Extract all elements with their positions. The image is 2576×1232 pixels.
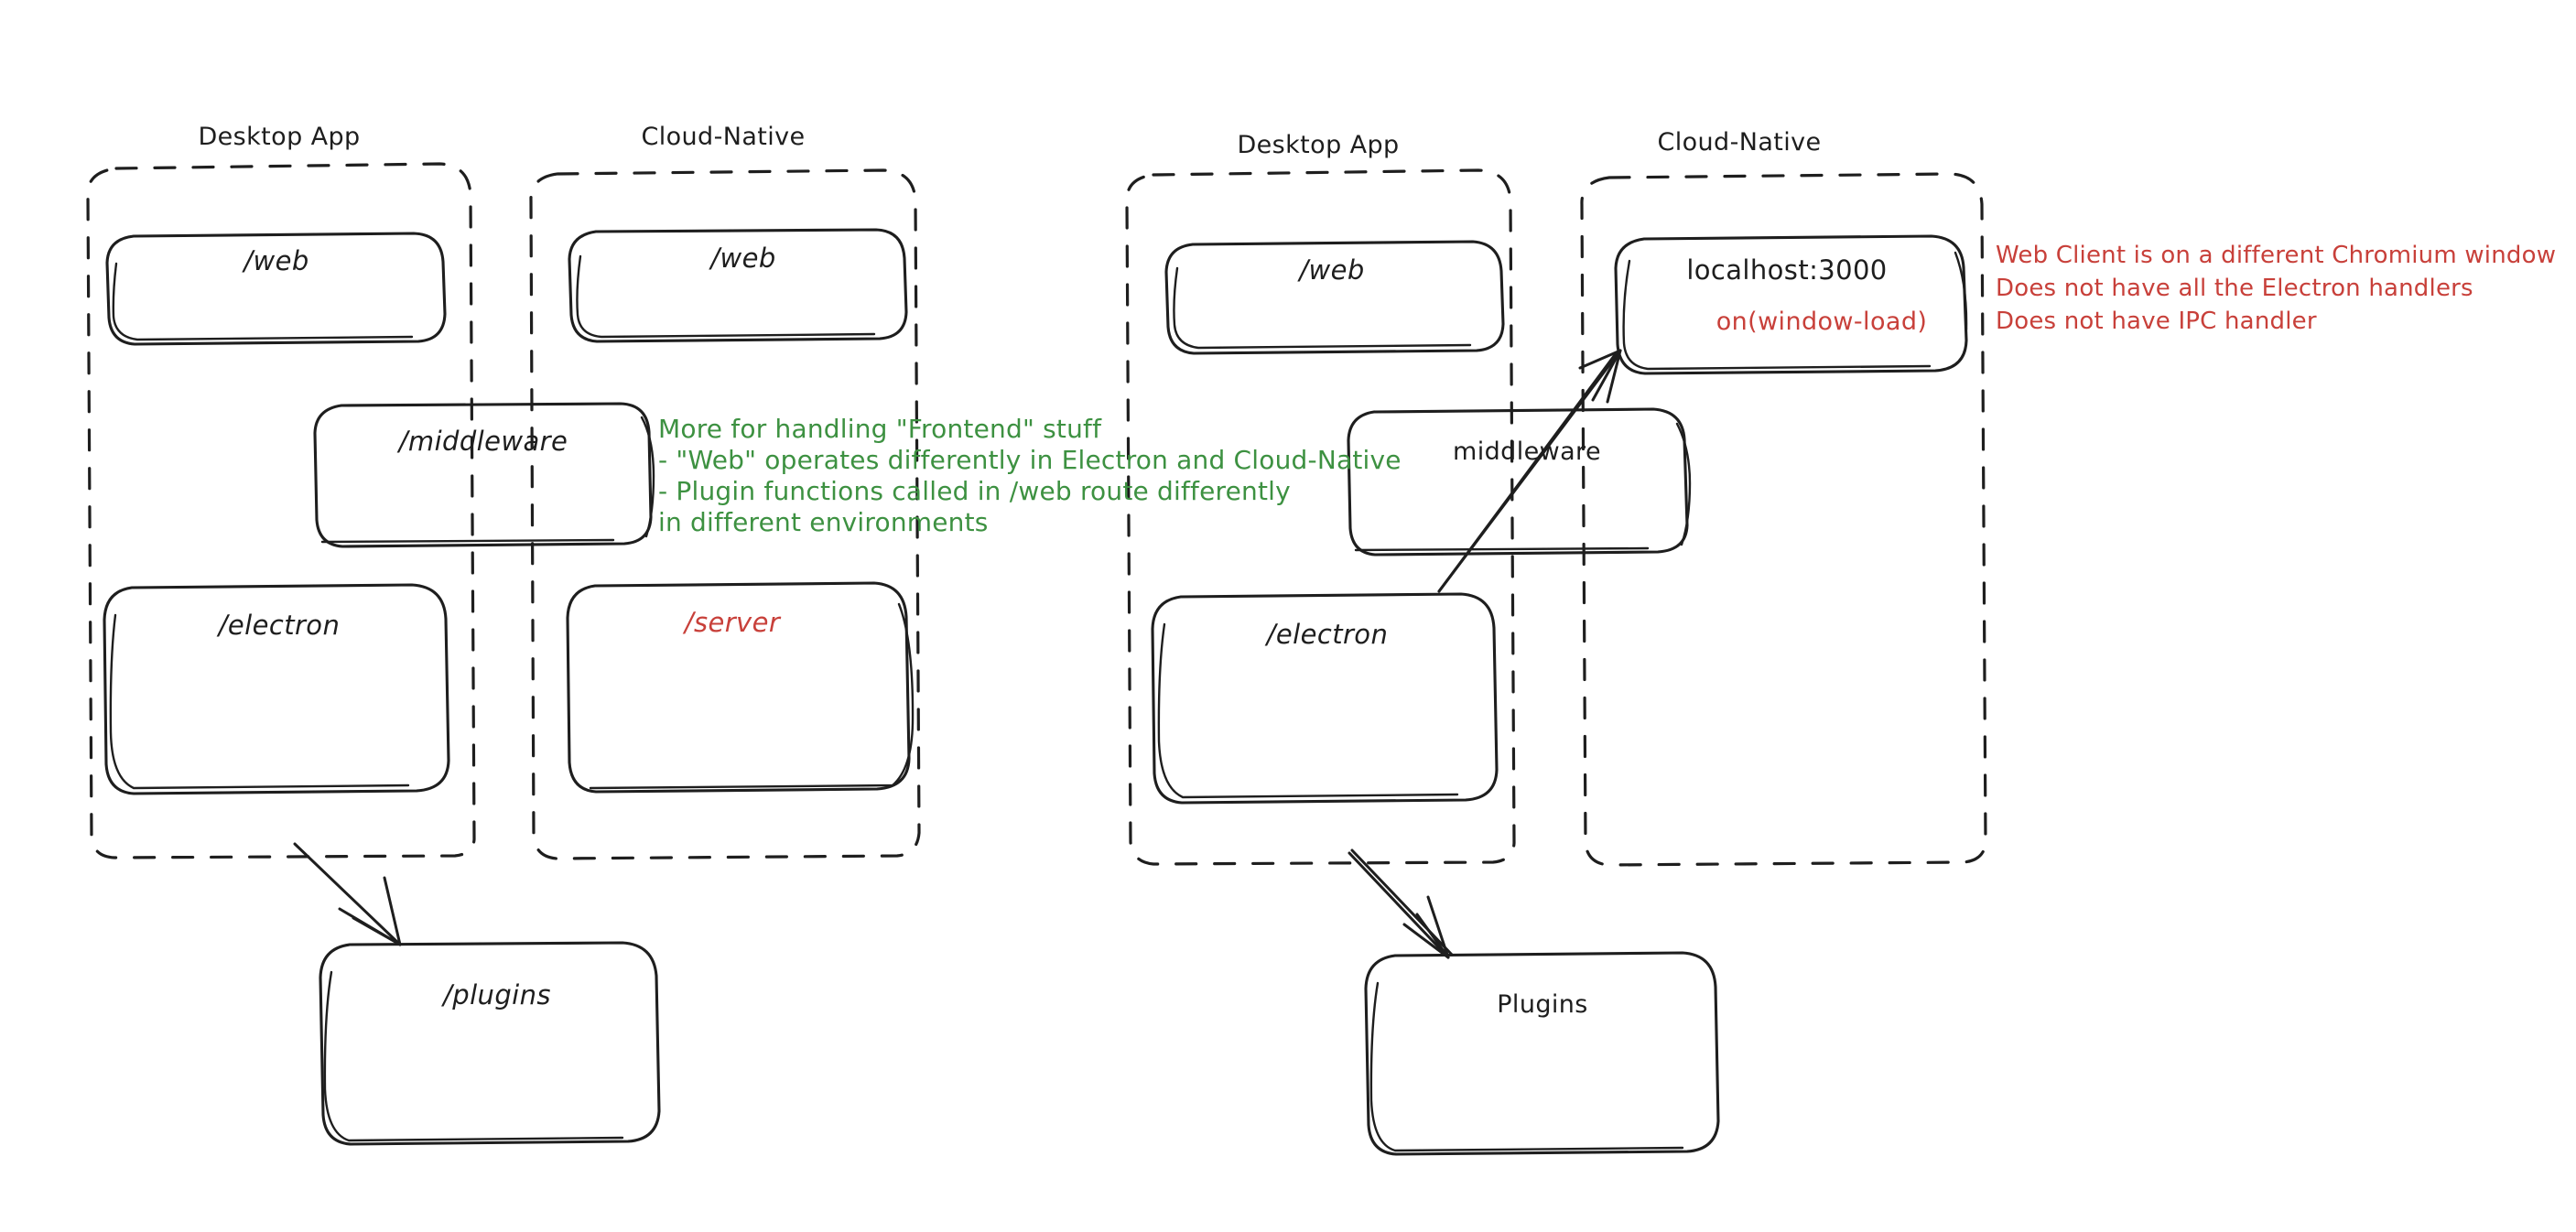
right-plugins-box[interactable] — [1364, 951, 1720, 1156]
left-cloud-web-label: /web — [708, 243, 775, 274]
right-electron-label: /electron — [1264, 619, 1388, 650]
left-server-label: /server — [682, 607, 782, 638]
right-middleware-box[interactable] — [1347, 407, 1692, 557]
red-annotation-note: Web Client is on a different Chromium wi… — [1996, 242, 2556, 335]
left-cloud-group-label: Cloud-Native — [641, 123, 805, 151]
left-desktop-web-label: /web — [241, 245, 308, 276]
left-desktop-web-box[interactable] — [105, 232, 447, 346]
green-note-line-4: in different environments — [658, 507, 989, 537]
right-desktop-group-label: Desktop App — [1237, 131, 1399, 159]
right-localhost-box[interactable] — [1614, 234, 1968, 375]
left-plugins-label: /plugins — [440, 979, 551, 1010]
green-note-line-3: - Plugin functions called in /web route … — [658, 476, 1291, 506]
right-electron-to-plugins-arrow — [1348, 848, 1454, 959]
left-electron-box[interactable] — [103, 583, 450, 795]
right-localhost-label: localhost:3000 — [1686, 254, 1887, 286]
green-note-line-1: More for handling "Frontend" stuff — [658, 414, 1102, 444]
left-middleware-box[interactable] — [313, 402, 655, 548]
right-desktop-group-border — [1125, 168, 1516, 866]
red-note-line-1: Web Client is on a different Chromium wi… — [1996, 242, 2556, 269]
right-cloud-group-label: Cloud-Native — [1657, 128, 1821, 157]
right-localhost-sublabel: on(window-load) — [1716, 308, 1928, 336]
left-electron-to-plugins-arrow — [293, 842, 402, 946]
right-desktop-web-box[interactable] — [1164, 240, 1505, 355]
left-cloud-group-border — [529, 168, 921, 860]
green-annotation-note: More for handling "Frontend" stuff - "We… — [658, 414, 1402, 537]
right-desktop-web-label: /web — [1296, 254, 1364, 286]
right-plugins-label: Plugins — [1497, 990, 1588, 1019]
green-note-line-2: - "Web" operates differently in Electron… — [658, 445, 1402, 475]
red-note-line-3: Does not have IPC handler — [1996, 308, 2317, 335]
left-plugins-box[interactable] — [319, 941, 661, 1146]
right-electron-to-localhost-arrow — [1437, 349, 1622, 593]
red-note-line-2: Does not have all the Electron handlers — [1996, 275, 2473, 302]
left-cloud-web-box[interactable] — [568, 228, 908, 343]
left-desktop-group-label: Desktop App — [198, 123, 360, 151]
right-middleware-label: middleware — [1453, 438, 1601, 466]
left-desktop-group-border — [86, 162, 476, 859]
left-middleware-label: /middleware — [396, 426, 568, 457]
left-electron-label: /electron — [216, 610, 340, 641]
left-server-box[interactable] — [566, 581, 915, 794]
right-electron-box[interactable] — [1151, 592, 1499, 805]
